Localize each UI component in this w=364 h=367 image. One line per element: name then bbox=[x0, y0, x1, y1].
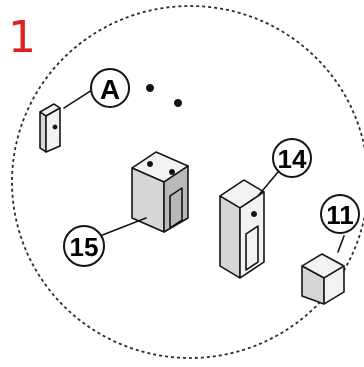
callout-11-label: 11 bbox=[326, 200, 354, 230]
clip-part-a bbox=[39, 103, 61, 153]
part-14-block bbox=[219, 179, 265, 279]
section-number: 1 bbox=[8, 12, 36, 63]
detail-circle bbox=[11, 5, 364, 359]
callout-14: 14 bbox=[257, 138, 312, 197]
callout-15: 15 bbox=[63, 217, 147, 267]
screw-dot bbox=[146, 84, 154, 92]
callout-11: 11 bbox=[320, 194, 360, 253]
callout-a: A bbox=[63, 68, 130, 109]
part-11-block bbox=[301, 253, 345, 305]
screw-dot bbox=[174, 99, 182, 107]
part-15-block bbox=[131, 151, 189, 233]
callout-a-label: A bbox=[100, 74, 120, 105]
callout-14-label: 14 bbox=[278, 144, 307, 174]
callout-15-label: 15 bbox=[70, 232, 99, 262]
